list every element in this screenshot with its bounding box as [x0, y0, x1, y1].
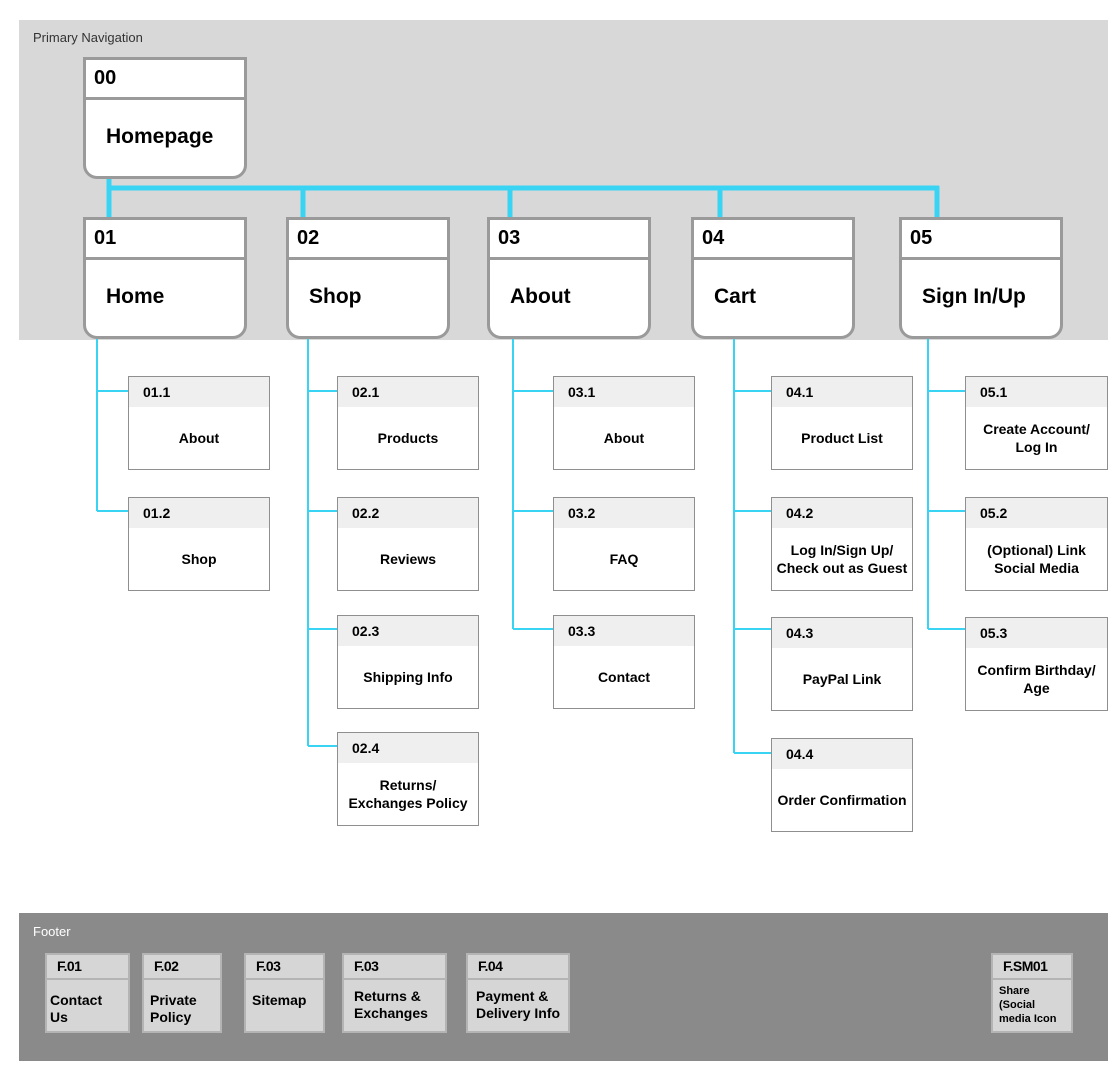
card-05-2[interactable]: 05.2 (Optional) Link Social Media [965, 497, 1108, 591]
card-title: About [510, 285, 571, 308]
card-title: About [178, 430, 220, 446]
card-04-2[interactable]: 04.2 Log In/Sign Up/ Check out as Guest [771, 497, 913, 591]
card-number: 04.3 [772, 618, 912, 648]
card-number: 05 [902, 220, 1060, 260]
card-02-3[interactable]: 02.3 Shipping Info [337, 615, 479, 709]
footer-label: Footer [33, 924, 71, 939]
card-04-3[interactable]: 04.3 PayPal Link [771, 617, 913, 711]
card-title: Home [106, 285, 165, 308]
card-number: 01 [86, 220, 244, 260]
card-02-2[interactable]: 02.2 Reviews [337, 497, 479, 591]
card-title: Contact [597, 669, 651, 685]
card-number: F.03 [344, 955, 445, 980]
card-title: Shipping Info [363, 669, 453, 685]
card-01-1[interactable]: 01.1 About [128, 376, 270, 470]
card-title: Share (Social media Icon [999, 985, 1057, 1025]
card-title: Homepage [106, 125, 214, 148]
card-01-home[interactable]: 01 Home [83, 217, 247, 339]
card-number: 03 [490, 220, 648, 260]
card-number: F.03 [246, 955, 323, 980]
card-title: Returns & Exchanges [354, 988, 428, 1021]
card-title: Sign In/Up [922, 285, 1026, 308]
footer-card-payment-delivery[interactable]: F.04 Payment & Delivery Info [466, 953, 570, 1033]
card-number: 00 [86, 60, 244, 100]
card-02-4[interactable]: 02.4 Returns/ Exchanges Policy [337, 732, 479, 826]
card-number: 03.2 [554, 498, 694, 528]
card-02-1[interactable]: 02.1 Products [337, 376, 479, 470]
card-number: F.SM01 [993, 955, 1071, 980]
card-number: 03.1 [554, 377, 694, 407]
card-04-1[interactable]: 04.1 Product List [771, 376, 913, 470]
card-03-about[interactable]: 03 About [487, 217, 651, 339]
card-05-1[interactable]: 05.1 Create Account/ Log In [965, 376, 1108, 470]
card-title: Private Policy [150, 992, 197, 1025]
card-title: Confirm Birthday/ Age [977, 662, 1096, 696]
card-number: 04.2 [772, 498, 912, 528]
card-title: Products [377, 430, 439, 446]
card-number: 05.3 [966, 618, 1107, 648]
card-02-shop[interactable]: 02 Shop [286, 217, 450, 339]
footer-card-private-policy[interactable]: F.02 Private Policy [142, 953, 222, 1033]
primary-navigation-label: Primary Navigation [33, 30, 143, 45]
card-03-3[interactable]: 03.3 Contact [553, 615, 695, 709]
card-title: (Optional) Link Social Media [987, 542, 1086, 576]
card-title: Create Account/ Log In [983, 421, 1090, 455]
card-05-3[interactable]: 05.3 Confirm Birthday/ Age [965, 617, 1108, 711]
footer-card-sitemap[interactable]: F.03 Sitemap [244, 953, 325, 1033]
card-number: 05.1 [966, 377, 1107, 407]
card-title: FAQ [609, 551, 639, 567]
card-03-1[interactable]: 03.1 About [553, 376, 695, 470]
card-title: Shop [181, 551, 217, 567]
card-title: Payment & Delivery Info [476, 988, 561, 1021]
footer-card-contact-us[interactable]: F.01 Contact Us [45, 953, 130, 1033]
card-01-2[interactable]: 01.2 Shop [128, 497, 270, 591]
card-number: 04.1 [772, 377, 912, 407]
card-number: 01.1 [129, 377, 269, 407]
card-number: 03.3 [554, 616, 694, 646]
footer-card-share-social[interactable]: F.SM01 Share (Social media Icon [991, 953, 1073, 1033]
card-title: Shop [309, 285, 362, 308]
card-number: F.02 [144, 955, 220, 980]
card-number: 02.3 [338, 616, 478, 646]
card-number: 02.1 [338, 377, 478, 407]
card-title: Sitemap [252, 992, 307, 1008]
card-number: F.01 [47, 955, 128, 980]
footer-card-returns-exchanges[interactable]: F.03 Returns & Exchanges [342, 953, 447, 1033]
card-title: Order Confirmation [777, 792, 907, 808]
card-04-4[interactable]: 04.4 Order Confirmation [771, 738, 913, 832]
card-title: Cart [714, 285, 757, 308]
card-number: 05.2 [966, 498, 1107, 528]
card-title: Product List [801, 430, 883, 446]
card-00-homepage[interactable]: 00 Homepage [83, 57, 247, 179]
card-05-sign-in-up[interactable]: 05 Sign In/Up [899, 217, 1063, 339]
card-title: Reviews [379, 551, 437, 567]
card-number: 04.4 [772, 739, 912, 769]
card-title: About [603, 430, 645, 446]
card-number: F.04 [468, 955, 568, 980]
card-03-2[interactable]: 03.2 FAQ [553, 497, 695, 591]
card-number: 02 [289, 220, 447, 260]
card-title: PayPal Link [802, 671, 882, 687]
card-number: 02.2 [338, 498, 478, 528]
card-number: 01.2 [129, 498, 269, 528]
card-number: 02.4 [338, 733, 478, 763]
card-title: Log In/Sign Up/ Check out as Guest [776, 542, 908, 576]
card-title: Contact Us [50, 992, 103, 1025]
card-title: Returns/ Exchanges Policy [348, 777, 468, 811]
card-number: 04 [694, 220, 852, 260]
card-04-cart[interactable]: 04 Cart [691, 217, 855, 339]
